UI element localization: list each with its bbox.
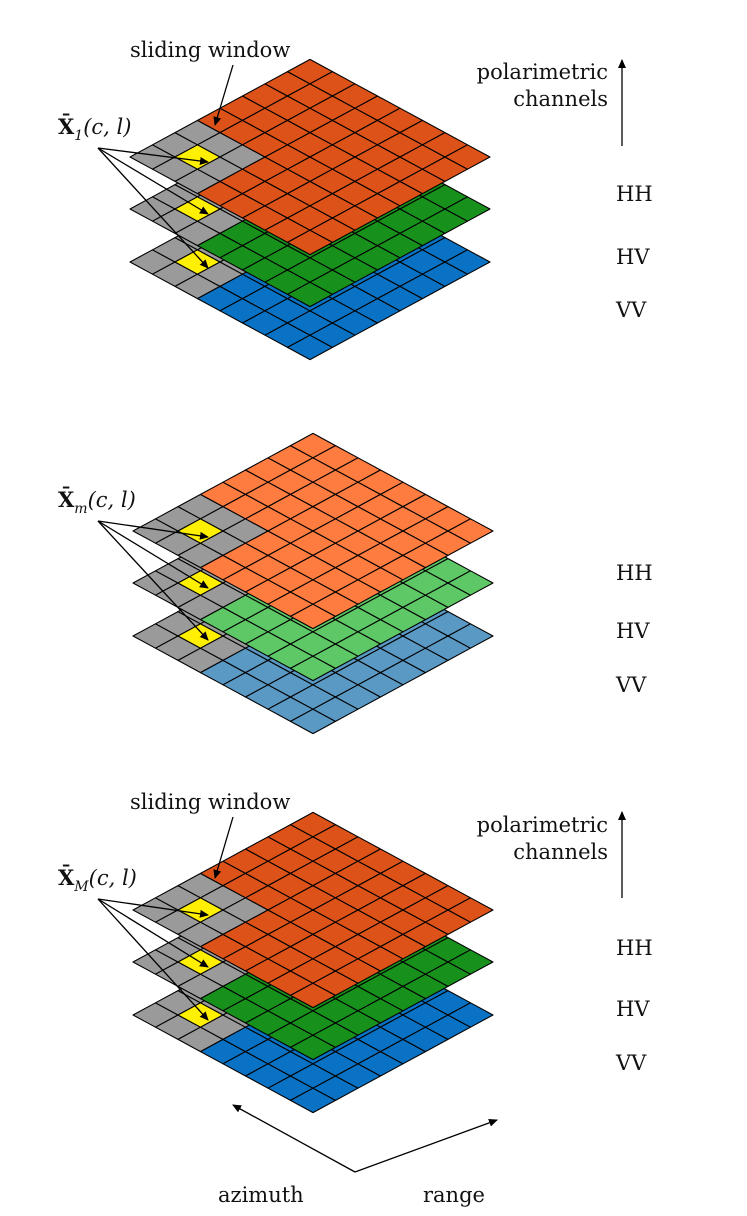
- grid-cell: [447, 623, 494, 649]
- svg-text:X̄M(c, l): X̄M(c, l): [58, 865, 137, 895]
- panel-3: X̄M(c, l) sliding window polarimetric ch…: [58, 790, 653, 1114]
- math-label-symbol: X̄: [58, 114, 75, 139]
- sliding-window-arrow: [213, 64, 234, 126]
- channel-label-hv: HV: [616, 619, 650, 643]
- math-label-args: (c, l): [83, 115, 131, 139]
- channel-label-vv: VV: [615, 673, 647, 697]
- grid-cell: [447, 1002, 494, 1028]
- channel-label-hh: HH: [616, 182, 653, 206]
- channel-label-hh: HH: [616, 561, 653, 585]
- math-label: X̄1(c, l): [58, 114, 131, 144]
- grid-cell: [444, 196, 491, 222]
- panel-2: X̄m(c, l) HH HV VV: [58, 432, 653, 735]
- math-label-args: (c, l): [88, 488, 136, 512]
- math-label: X̄M(c, l): [58, 865, 137, 895]
- math-label: X̄m(c, l): [58, 487, 136, 517]
- azimuth-label: azimuth: [218, 1183, 304, 1207]
- channel-layer-hh: [132, 811, 494, 1009]
- grid-cell: [447, 570, 494, 596]
- grid-cell: [444, 249, 491, 275]
- polarimetric-label-line2: channels: [513, 87, 608, 111]
- math-label-subscript: m: [74, 501, 87, 517]
- channel-label-vv: VV: [615, 1051, 647, 1075]
- sliding-window-label: sliding window: [130, 790, 290, 814]
- grid-cell: [447, 949, 494, 975]
- polarimetric-label-line2: channels: [513, 840, 608, 864]
- channel-label-hv: HV: [616, 245, 650, 269]
- channel-layer-hh: [132, 432, 494, 630]
- svg-text:X̄m(c, l): X̄m(c, l): [58, 487, 136, 517]
- math-label-args: (c, l): [89, 866, 137, 890]
- pointer-arrows: [97, 520, 209, 641]
- sliding-window-arrow: [213, 816, 234, 879]
- azimuth-arrow: [232, 1104, 356, 1173]
- direction-axes: azimuth range: [218, 1104, 498, 1207]
- math-label-subscript: 1: [74, 128, 83, 144]
- pointer-arrows: [97, 898, 209, 1021]
- math-label-symbol: X̄: [58, 487, 75, 512]
- channel-layer-hh: [129, 58, 491, 256]
- sliding-window-label: sliding window: [130, 38, 290, 62]
- grid-cell: [447, 897, 494, 923]
- channel-label-hv: HV: [616, 997, 650, 1021]
- polarimetric-label-line1: polarimetric: [477, 60, 608, 84]
- channel-label-vv: VV: [615, 298, 647, 322]
- channel-layers: [132, 811, 494, 1114]
- channel-layers: [129, 58, 491, 361]
- math-label-symbol: X̄: [58, 865, 75, 890]
- pointer-arrows: [97, 147, 209, 269]
- svg-text:X̄1(c, l): X̄1(c, l): [58, 114, 131, 144]
- polarimetric-label-line1: polarimetric: [477, 813, 608, 837]
- channel-layers: [132, 432, 494, 735]
- grid-cell: [444, 144, 491, 170]
- range-label: range: [423, 1183, 485, 1207]
- range-arrow: [354, 1118, 498, 1173]
- grid-cell: [447, 518, 494, 544]
- channel-label-hh: HH: [616, 936, 653, 960]
- panel-1: X̄1(c, l) sliding window polarimetric ch…: [58, 38, 653, 361]
- math-label-subscript: M: [73, 879, 89, 895]
